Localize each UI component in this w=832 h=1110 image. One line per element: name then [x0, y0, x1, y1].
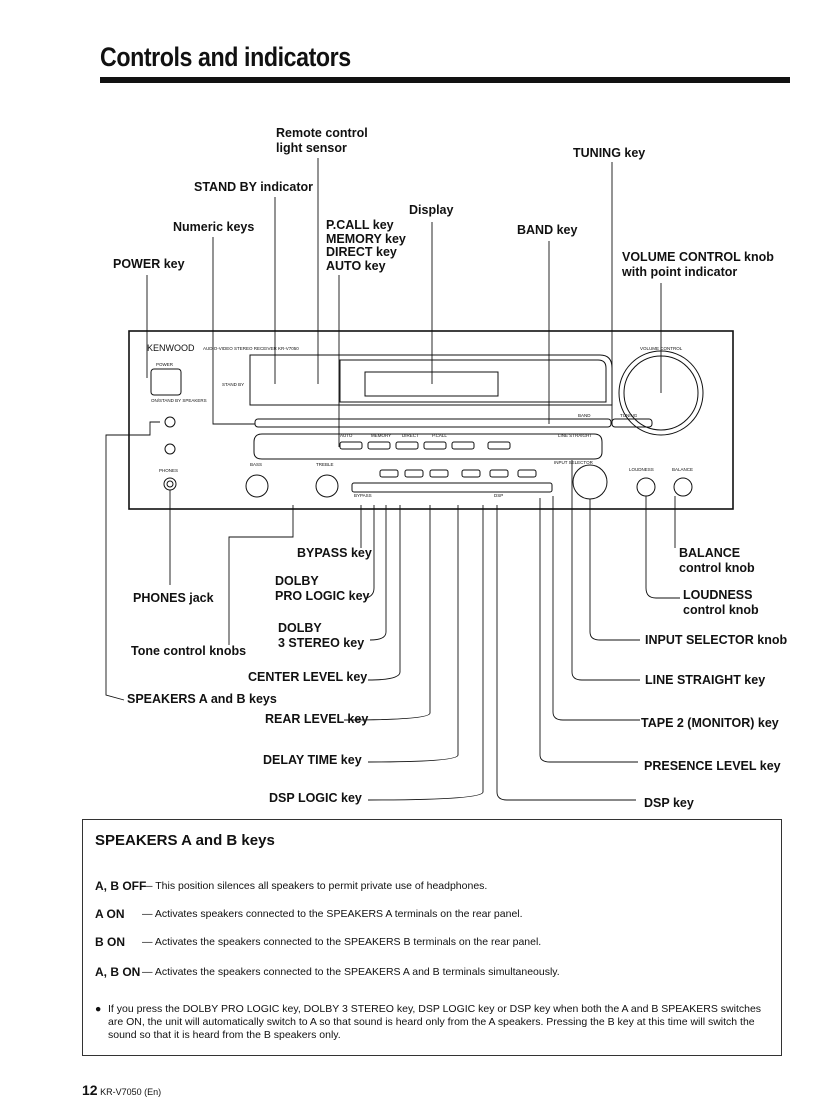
bullet-icon: ●: [95, 1003, 102, 1015]
speakers-row-term: A, B ON: [95, 965, 141, 979]
callout-phones-jack: PHONES jack: [133, 591, 214, 605]
panel-tuning-label: TUNING: [620, 413, 638, 418]
callout-dolby-pro-logic: DOLBY PRO LOGIC key: [275, 574, 370, 603]
callout-power-key: POWER key: [113, 257, 185, 271]
panel-treble-label: TREBLE: [316, 462, 334, 467]
panel-pcall-label: P.CALL: [432, 433, 447, 438]
callout-display: Display: [409, 203, 454, 217]
callout-dsp-key: DSP key: [644, 796, 694, 810]
callout-rear-level: REAR LEVEL key: [265, 712, 369, 726]
speakers-box-title: SPEAKERS A and B keys: [95, 832, 275, 849]
panel-bypass-label: BYPASS: [354, 493, 372, 498]
callout-loudness-knob: LOUDNESS control knob: [683, 588, 759, 617]
panel-memory-label: MEMORY: [371, 433, 391, 438]
panel-band-label: BAND: [578, 413, 591, 418]
callout-standby-indicator: STAND BY indicator: [194, 180, 313, 194]
panel-loudness-label: LOUDNESS: [629, 467, 654, 472]
panel-line-straight-label: LINE STRAIGHT: [558, 433, 592, 438]
callout-line-straight-key: LINE STRAIGHT key: [645, 673, 766, 687]
callout-center-level: CENTER LEVEL key: [248, 670, 368, 684]
callout-input-selector-knob: INPUT SELECTOR knob: [645, 633, 788, 647]
speakers-row-term: A ON: [95, 907, 125, 921]
panel-speakers-label: ON/STAND BY SPEAKERS: [151, 398, 207, 403]
speakers-row-desc: — Activates the speakers connected to th…: [142, 966, 560, 978]
speakers-row-desc: — Activates the speakers connected to th…: [142, 936, 542, 948]
callout-remote-sensor: Remote control light sensor: [276, 126, 368, 155]
panel-auto-label: AUTO: [340, 433, 353, 438]
callout-volume-knob: VOLUME CONTROL knob with point indicator: [622, 250, 774, 279]
page-title: Controls and indicators: [100, 42, 351, 72]
page-footer: 12 KR-V7050 (En): [82, 1082, 161, 1098]
callout-presence-level: PRESENCE LEVEL key: [644, 759, 781, 773]
title-rule: [100, 77, 790, 83]
callout-tuning-key: TUNING key: [573, 146, 646, 160]
panel-dsp-label: DSP: [494, 493, 503, 498]
callout-bypass-key: BYPASS key: [297, 546, 372, 560]
panel-model: AUDIO-VIDEO STEREO RECEIVER KR-V7050: [203, 346, 299, 351]
callout-speakers-ab: SPEAKERS A and B keys: [127, 692, 277, 706]
callout-balance-knob: BALANCE control knob: [679, 546, 755, 575]
panel-phones-label: PHONES: [159, 468, 178, 473]
panel-standby-label: STAND BY: [222, 382, 244, 387]
panel-power-label: POWER: [156, 362, 174, 367]
doc-ref: KR-V7050 (En): [100, 1087, 162, 1097]
speakers-info-box: [82, 819, 782, 1056]
callout-tone-knobs: Tone control knobs: [131, 644, 247, 658]
speakers-row-term: A, B OFF: [95, 879, 147, 893]
callout-dolby-3-stereo: DOLBY 3 STEREO key: [278, 621, 365, 650]
speakers-row-term: B ON: [95, 935, 125, 949]
receiver-front-panel-diagram: KENWOOD AUDIO-VIDEO STEREO RECEIVER KR-V…: [105, 158, 734, 801]
callout-numeric-keys: Numeric keys: [173, 220, 255, 234]
callout-pcall-group: P.CALL key MEMORY key DIRECT key AUTO ke…: [326, 218, 406, 273]
page-number: 12: [82, 1082, 98, 1098]
panel-balance-label: BALANCE: [672, 467, 693, 472]
panel-direct-label: DIRECT: [402, 433, 419, 438]
panel-input-selector-label: INPUT SELECTOR: [554, 460, 594, 465]
callout-delay-time: DELAY TIME key: [263, 753, 362, 767]
callout-band-key: BAND key: [517, 223, 578, 237]
callout-tape2-monitor: TAPE 2 (MONITOR) key: [641, 716, 779, 730]
speakers-row-desc: — Activates speakers connected to the SP…: [142, 908, 523, 920]
speakers-row-desc: — This position silences all speakers to…: [142, 880, 488, 892]
panel-brand: KENWOOD: [147, 343, 195, 353]
panel-bass-label: BASS: [250, 462, 262, 467]
callout-dsp-logic: DSP LOGIC key: [269, 791, 362, 805]
speakers-note-text: If you press the DOLBY PRO LOGIC key, DO…: [108, 1003, 762, 1041]
